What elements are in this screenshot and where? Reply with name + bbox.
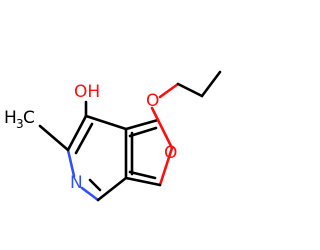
bond-ring-o-c3: [158, 146, 174, 187]
ethoxy-oxygen-label: O: [146, 91, 159, 111]
bond-c7-c6: [66, 114, 88, 152]
bond-c1-ring-o: [156, 118, 174, 150]
bond-ch2-ch3: [176, 82, 204, 98]
bond-n-c4: [80, 186, 100, 202]
bond-n-c4-double: [88, 178, 102, 192]
bond-ch3-end: [200, 70, 222, 98]
bond-c7a-c1: [124, 118, 160, 131]
bond-c4-c3a: [96, 176, 128, 202]
molecule-structure: OH O O N H 3 C: [4, 70, 222, 202]
methyl-label-h: H: [4, 108, 17, 128]
ring-oxygen-label: O: [164, 143, 177, 163]
bond-c7a-c7: [84, 114, 128, 131]
hydroxyl-label: OH: [74, 82, 100, 102]
ring-nitrogen-label: N: [70, 173, 83, 193]
bond-c6-methyl: [38, 124, 70, 152]
methyl-label-subscript: 3: [16, 117, 24, 131]
bond-c7-c6-double: [74, 122, 94, 155]
bond-c1-ethoxy-o: [150, 106, 160, 122]
bond-c3-c3a: [124, 176, 162, 187]
bond-ethoxy-o-ch2: [158, 82, 180, 99]
methyl-label-c: C: [23, 108, 35, 128]
bond-c3-c3a-double: [128, 170, 157, 180]
bond-c6-n: [66, 148, 76, 178]
bond-c1-c1-double: [128, 126, 158, 138]
